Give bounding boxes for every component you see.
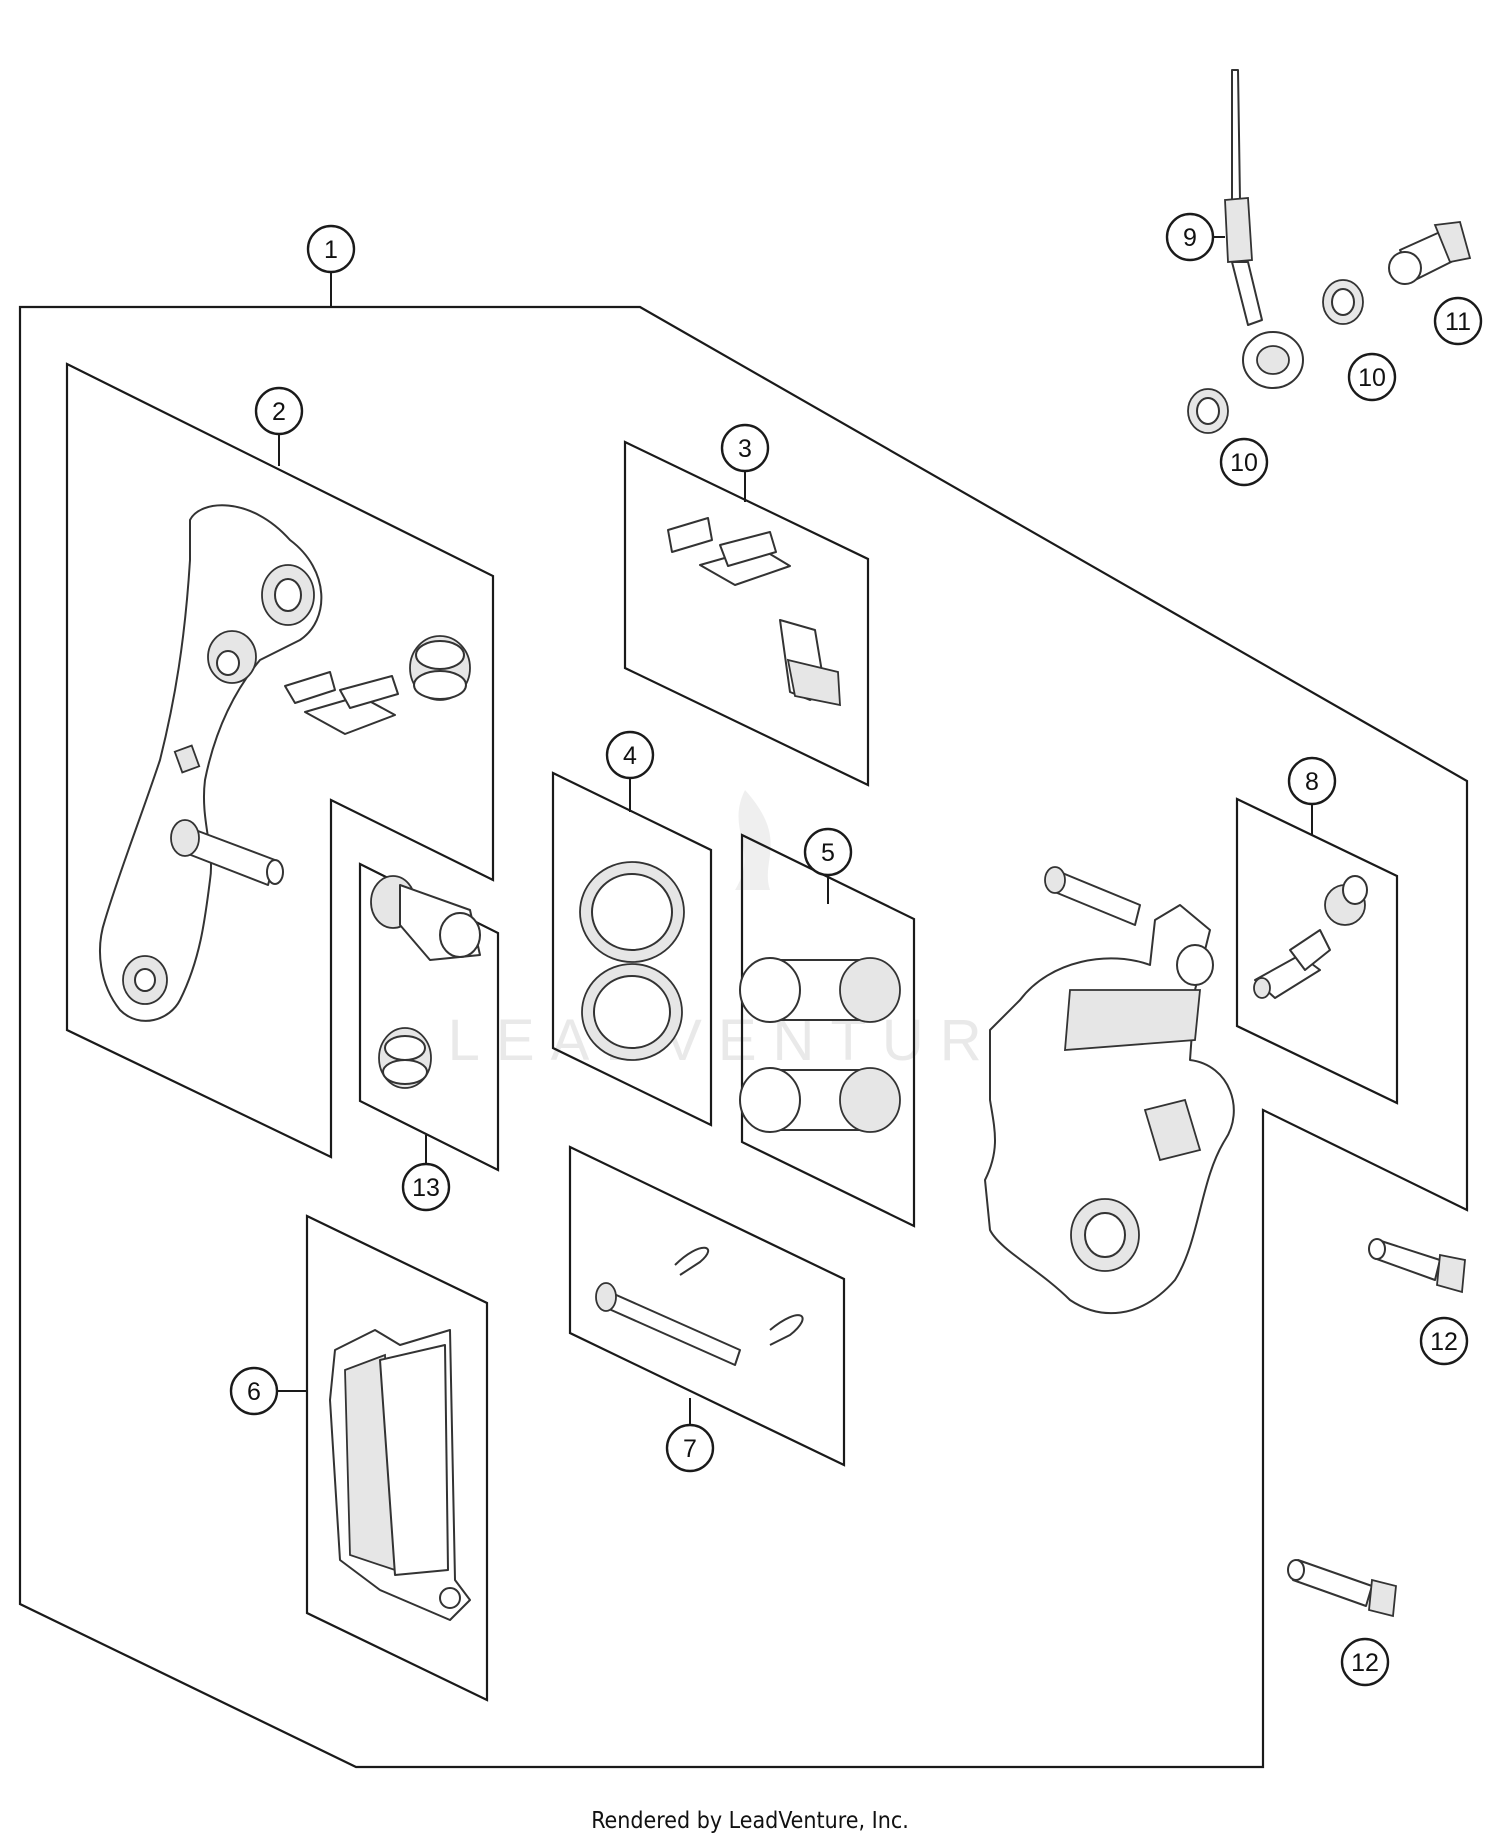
callout-13-label: 13 [412, 1174, 440, 1202]
callout-10-upper-label: 10 [1358, 364, 1386, 392]
brake-hose [1224, 69, 1304, 389]
callout-8-label: 8 [1305, 768, 1319, 796]
mounting-bolt-upper [1368, 1238, 1466, 1294]
bleeder-valve-and-cap [1253, 875, 1368, 999]
caliper-pistons [739, 957, 901, 1133]
frame-kit-1 [18, 305, 1469, 1769]
callout-5-label: 5 [821, 839, 835, 867]
frame-group-3 [623, 440, 870, 787]
callout-6: 6 [229, 1366, 279, 1416]
frame-group-7 [568, 1145, 846, 1467]
callout-12-lower: 12 [1340, 1637, 1390, 1687]
callout-13: 13 [401, 1162, 451, 1212]
callout-7: 7 [665, 1423, 715, 1473]
sleeve-bolt-and-boot [370, 875, 481, 1089]
callout-10-lower: 10 [1219, 437, 1269, 487]
footer-credit: Rendered by LeadVenture, Inc. [591, 1808, 909, 1834]
pad-pin-and-clips [595, 1246, 804, 1366]
callout-8: 8 [1287, 756, 1337, 806]
callout-1-label: 1 [324, 236, 338, 264]
callout-12-upper: 12 [1419, 1316, 1469, 1366]
mounting-bolt-lower [1287, 1559, 1397, 1618]
callout-7-label: 7 [683, 1435, 697, 1463]
frame-group-5 [740, 833, 916, 1228]
brake-pads [329, 1329, 471, 1621]
callout-9-label: 9 [1183, 224, 1197, 252]
callout-11: 11 [1433, 296, 1483, 346]
callout-12-upper-label: 12 [1430, 1328, 1458, 1356]
callout-2-label: 2 [272, 398, 286, 426]
piston-seals [579, 861, 685, 1061]
callout-1: 1 [306, 224, 356, 274]
frame-group-2 [65, 362, 495, 1159]
callout-9: 9 [1165, 212, 1215, 262]
callout-3: 3 [720, 423, 770, 473]
frame-group-4 [551, 771, 713, 1127]
callout-10-upper: 10 [1347, 352, 1397, 402]
pad-spring-kit [667, 517, 841, 707]
callout-4-label: 4 [623, 742, 637, 770]
callout-12-lower-label: 12 [1351, 1649, 1379, 1677]
watermark-text: LEADVENTURE [448, 1008, 1053, 1073]
callout-6-label: 6 [247, 1378, 261, 1406]
callout-3-label: 3 [738, 435, 752, 463]
callout-10-lower-label: 10 [1230, 449, 1258, 477]
caliper-housing [984, 866, 1235, 1315]
caliper-support-bracket [99, 504, 471, 1022]
callout-11-label: 11 [1445, 308, 1471, 336]
callout-5: 5 [803, 827, 853, 877]
callout-2: 2 [254, 386, 304, 436]
frame-group-8 [1235, 797, 1399, 1105]
watermark: LEADVENTURE [448, 790, 1053, 1073]
banjo-bolt [1388, 221, 1472, 285]
frame-group-6 [305, 1214, 489, 1702]
callout-4: 4 [605, 730, 655, 780]
